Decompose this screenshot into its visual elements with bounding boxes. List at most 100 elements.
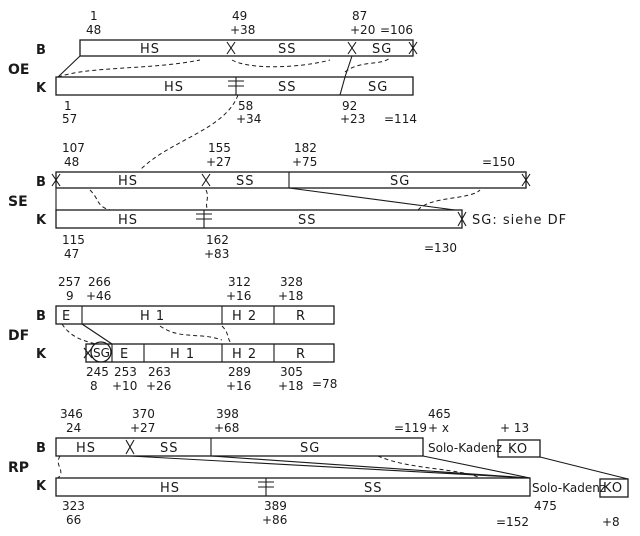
rp-b-kadenz: Solo-Kadenz [428,441,502,455]
se-k-note: SG: siehe DF [472,213,567,228]
df-k-label-h1: H 1 [170,347,195,362]
rp-k-mark [258,478,274,496]
df-dashed-paths [61,323,233,345]
row-label-se-b: B [36,175,46,190]
rp-k-mid-2: +86 [262,513,287,527]
row-label-rp-k: K [36,479,47,494]
oe-b-end-2: +20 [350,23,375,37]
df-k-circle [90,341,112,363]
df-k-num-5b: +18 [278,379,303,393]
oe-link-mid [344,55,353,78]
df-b-dividers [81,306,275,324]
df-link [81,323,113,345]
se-k-start-2: 47 [64,247,79,261]
df-k-num-4a: 289 [228,365,251,379]
oe-k-mark [228,77,244,95]
df-b-label-e: E [62,309,71,324]
oe-b-label-sg: SG [372,42,392,57]
df-k-num-2a: 253 [114,365,137,379]
rp-b-extra-2: + x [428,421,449,435]
rp-k-ko-box [599,478,629,498]
df-b-bar [55,305,335,325]
row-label-oe-k: K [36,81,47,96]
df-k-bar [85,343,335,363]
oe-k-mid-1: 58 [238,99,253,113]
rp-k-label-hs: HS [160,481,180,496]
rp-b-num-2b: +27 [130,421,155,435]
se-b-start-2: 48 [64,155,79,169]
se-b-total: =150 [482,155,515,169]
rp-b-num-2a: 370 [132,407,155,421]
row-label-df-k: K [36,347,47,362]
oe-b-cross-2 [347,41,357,55]
se-b-end-1: 182 [294,141,317,155]
rp-k-total: =152 [496,515,529,529]
section-df: DF B K 257 9 266 +46 312 +16 328 +18 E H… [8,275,337,393]
df-k-num-3a: 263 [148,365,171,379]
oe-b-cross-3 [408,41,418,55]
df-k-circle-label: SG [93,346,110,360]
rp-k-start-1: 323 [62,499,85,513]
se-b-label-hs: HS [118,174,138,189]
rp-k-ko: KO [603,481,623,496]
oe-k-end-1: 92 [342,99,357,113]
se-b-end-2: +75 [292,155,317,169]
oe-k-end-2: +23 [340,112,365,126]
df-b-num-3a: 312 [228,275,251,289]
oe-k-mid-2: +34 [236,112,261,126]
oe-k-start-2: 57 [62,112,77,126]
se-b-mid-2: +27 [206,155,231,169]
se-links [55,187,456,211]
oe-k-label-ss: SS [278,80,297,95]
rp-b-extra-1: 465 [428,407,451,421]
df-k-num-4b: +16 [226,379,251,393]
section-label-se: SE [8,194,28,210]
df-b-num-4b: +18 [278,289,303,303]
rp-dashed-paths [57,455,481,479]
se-b-start-1: 107 [62,141,85,155]
rp-b-cross [125,439,135,455]
df-b-num-4a: 328 [280,275,303,289]
rp-b-total: =119 [394,421,427,435]
oe-b-cross-1 [226,41,236,55]
df-b-num-1b: 9 [66,289,74,303]
oe-b-start-1: 1 [90,9,98,23]
oe-k-total: =114 [384,112,417,126]
se-k-mark [196,210,212,228]
se-k-mid-1: 162 [206,233,229,247]
section-se: SE B K 107 48 155 +27 182 +75 =150 HS SS… [8,141,567,261]
se-k-total: =130 [424,241,457,255]
section-rp: RP B K 346 24 370 +27 398 +68 =119 465 +… [8,407,629,529]
oe-b-end-1: 87 [352,9,367,23]
rp-k-kadenz: Solo-Kadenz [532,481,606,495]
row-label-rp-b: B [36,441,46,456]
df-b-num-3b: +16 [226,289,251,303]
rp-k-bar [55,477,531,497]
se-k-label-hs: HS [118,213,138,228]
df-k-num-3b: +26 [146,379,171,393]
se-b-cross-1 [51,173,61,187]
df-b-num-1a: 257 [58,275,81,289]
oe-b-label-ss: SS [278,42,297,57]
row-label-se-k: K [36,213,47,228]
df-k-total: =78 [312,377,337,391]
oe-b-label-hs: HS [140,42,160,57]
rp-b-label-ss: SS [160,441,179,456]
rp-k-start-2: 66 [66,513,81,527]
df-k-cross [83,347,93,359]
oe-b-mid-2: +38 [230,23,255,37]
rp-b-num-1a: 346 [60,407,83,421]
rp-b-num-1b: 24 [66,421,81,435]
df-k-label-h2: H 2 [232,347,257,362]
section-label-rp: RP [8,460,29,476]
oe-k-bar [55,76,414,96]
rp-b-label-hs: HS [76,441,96,456]
df-b-label-h2: H 2 [232,309,257,324]
se-k-label-ss: SS [298,213,317,228]
oe-b-bar [79,39,414,57]
rp-b-label-sg: SG [300,441,320,456]
oe-k-divider [339,76,346,96]
oe-link-start [57,55,81,78]
rp-b-num-3a: 398 [216,407,239,421]
se-k-start-1: 115 [62,233,85,247]
